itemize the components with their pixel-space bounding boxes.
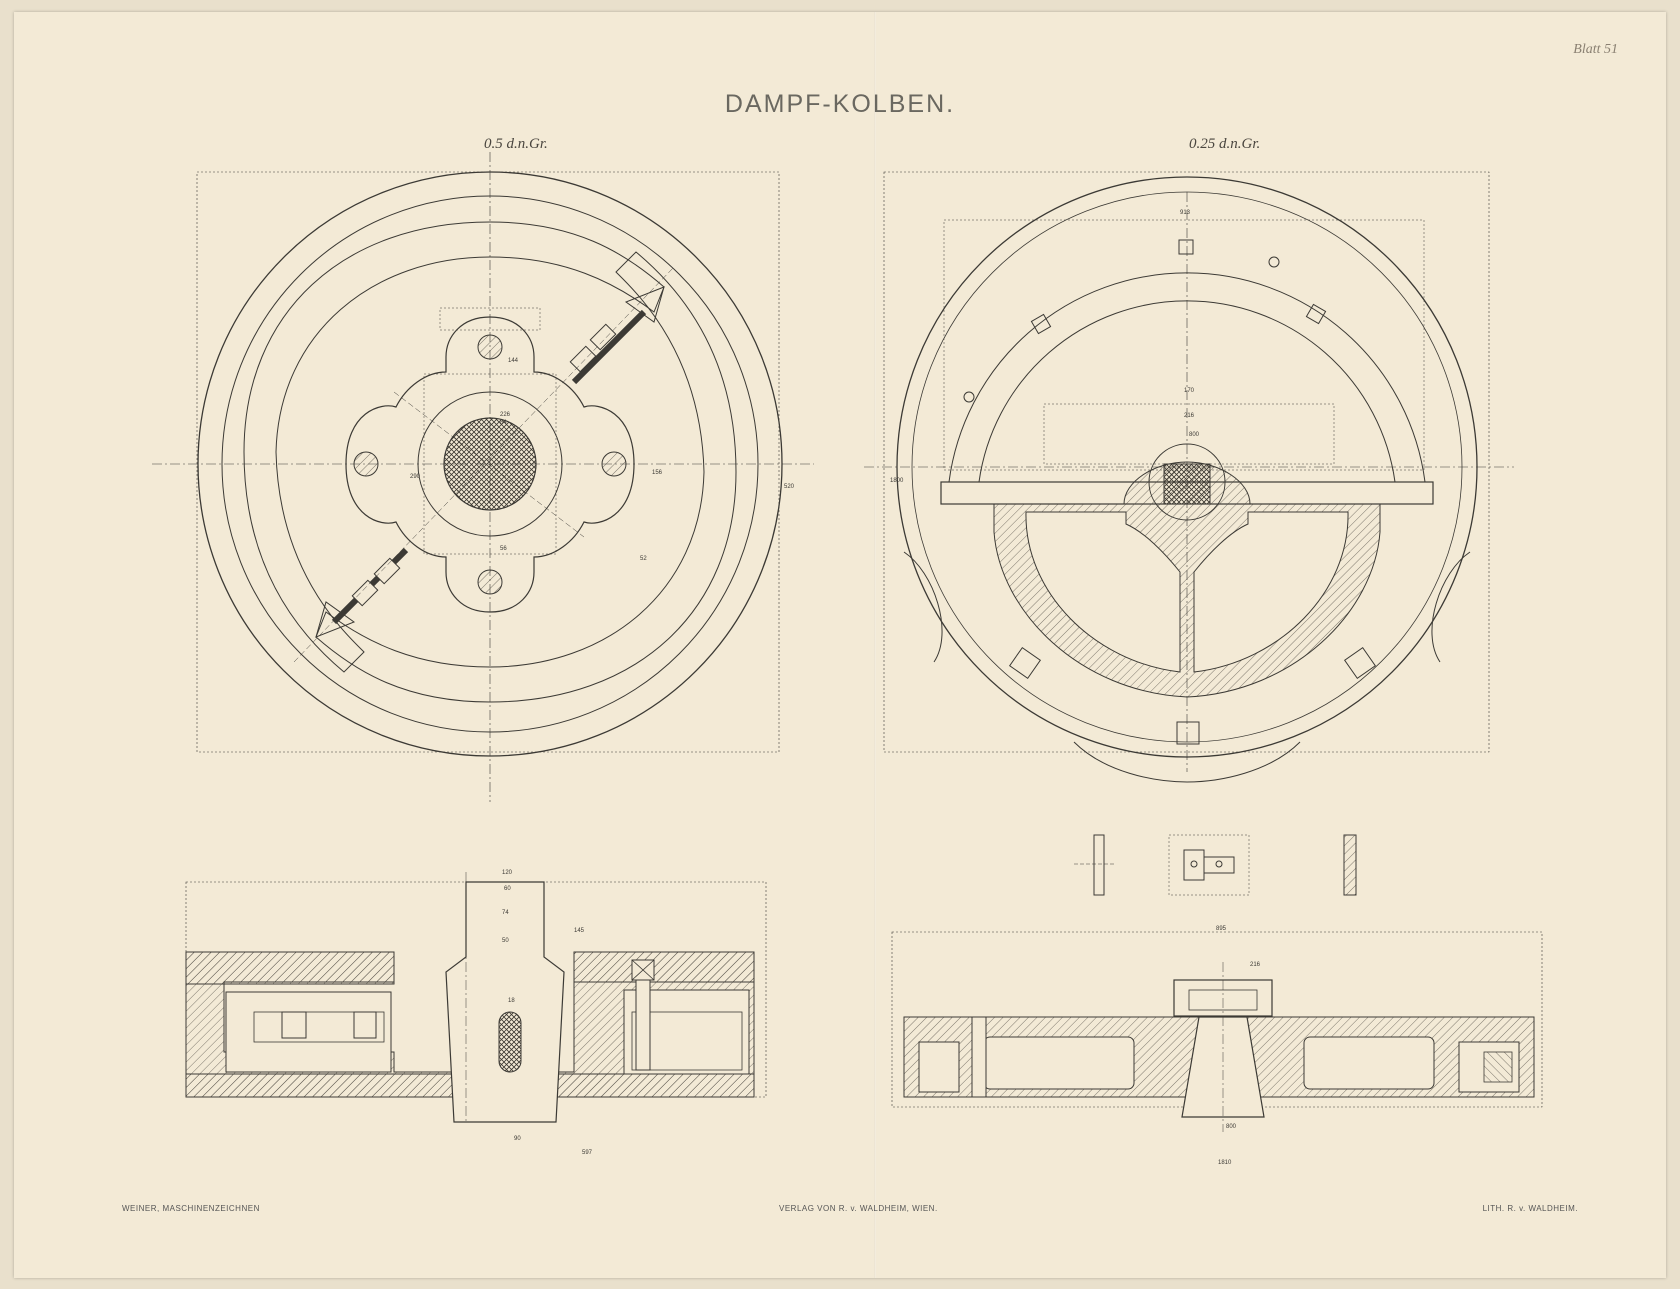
left-lug-bolt-s [477,569,503,595]
dim-sec-90: 90 [514,1136,521,1142]
left-plan-dims: 144 226 84 290 56 156 52 520 [410,358,795,562]
dim-913: 913 [1180,210,1191,216]
dim-144: 144 [508,358,519,364]
left-bolt-top [569,309,647,385]
drawing-sheet: Blatt 51 DAMPF-KOLBEN. 0.5 d.n.Gr. 0.25 … [14,12,1666,1278]
left-hub-ring [417,391,563,537]
dim-216: 216 [1184,413,1195,419]
dim-r-1810: 1810 [1218,1160,1232,1166]
sheet-fold [874,12,876,1278]
left-spring-ring-upper [243,221,665,673]
page-title: DAMPF-KOLBEN. [724,90,956,118]
dim-sec-60: 60 [504,886,511,892]
dim-sec-597: 597 [582,1150,593,1156]
left-lug-bolt-n [477,334,503,360]
left-wedge-top [624,286,665,323]
left-piston-section [185,872,767,1123]
left-hub-lugs [345,316,635,613]
plate-number: Blatt 51 [1573,42,1618,57]
left-lug-bolt-e [601,451,627,477]
left-rod-section [443,417,537,511]
dim-156: 156 [652,470,663,476]
left-lug-bolt-w [353,451,379,477]
right-spider-section [993,461,1381,698]
footer-lithographer: LITH. R. v. WALDHEIM. [1482,1204,1578,1213]
dim-r-800: 800 [1226,1124,1237,1130]
dim-sec-18: 18 [508,998,515,1004]
dim-84: 84 [500,420,507,426]
right-hub-circle [1148,443,1226,521]
right-section-dims: 895 216 800 1810 [1216,926,1261,1166]
left-outer-rim [197,171,783,757]
right-detail-parts [1074,834,1357,896]
left-section-dims: 120 60 74 50 145 18 90 597 [502,870,593,1156]
right-hub-section [1163,463,1211,505]
footer-author: WEINER, MASCHINENZEICHNEN [122,1204,260,1213]
dim-sec-120: 120 [502,870,513,876]
scale-label-left: 0.5 d.n.Gr. [484,136,548,152]
left-bolt-bottom [331,547,409,625]
left-spring-ring-lower [315,251,737,703]
right-piston-plan [864,171,1514,783]
left-piston-plan [152,152,814,802]
dim-sec-50: 50 [502,938,509,944]
scale-label-right: 0.25 d.n.Gr. [1189,136,1261,152]
dim-290: 290 [410,474,421,480]
left-inner-rim [221,195,759,733]
left-plan-frame [196,171,780,753]
right-piston-section [891,931,1543,1132]
right-plan-frame [883,171,1490,753]
right-inner-arc [948,272,1426,483]
dim-800: 800 [1189,432,1200,438]
technical-drawing: 144 226 84 290 56 156 52 520 [152,152,1543,1166]
dim-r-895: 895 [1216,926,1227,932]
right-plan-dims: 913 170 216 1800 800 [890,210,1200,484]
dim-sec-145: 145 [574,928,585,934]
dim-52: 52 [640,556,647,562]
dim-520: 520 [784,484,795,490]
right-outer-rim [896,176,1478,758]
dim-226: 226 [500,412,511,418]
footer-publisher: VERLAG VON R. v. WALDHEIM, WIEN. [779,1204,938,1213]
dim-sec-74: 74 [502,910,509,916]
dim-r-216: 216 [1250,962,1261,968]
dim-56: 56 [500,546,507,552]
dim-170: 170 [1184,388,1195,394]
dim-1800: 1800 [890,478,904,484]
